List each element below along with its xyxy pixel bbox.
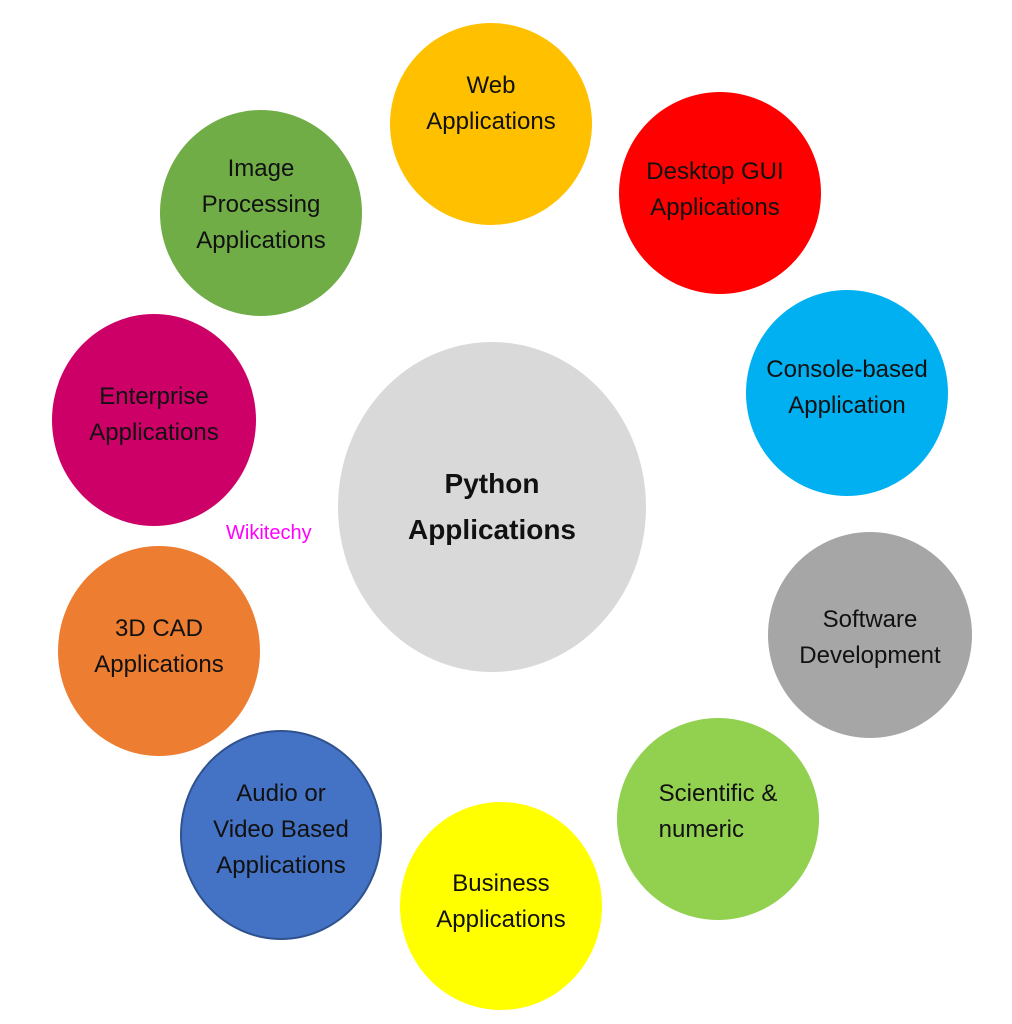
node-web: Web Applications [390, 23, 592, 225]
node-label-line: Scientific & [658, 780, 778, 807]
node-desktop-gui: Desktop GUI Applications [619, 92, 821, 294]
node-label-line: Desktop GUI [646, 158, 784, 185]
node-business: Business Applications [400, 802, 602, 1010]
node-label-line: Business [452, 870, 550, 897]
node-label-line: Applications [426, 108, 556, 135]
node-3d-cad: 3D CAD Applications [58, 546, 260, 756]
watermark-text: Wikitechy [226, 522, 312, 544]
node-label-line: Video Based [213, 816, 349, 843]
node-audio-video: Audio or Video Based Applications [180, 730, 382, 940]
node-label-line: Processing [201, 191, 321, 218]
node-label-line: Applications [436, 906, 566, 933]
node-label-line: Applications [94, 651, 224, 678]
center-label: Python Applications [408, 461, 576, 553]
center-node: Python Applications [338, 342, 646, 672]
node-label-line: Applications [196, 227, 326, 254]
node-label-line: 3D CAD [114, 615, 203, 642]
node-label-line: Enterprise [99, 383, 209, 410]
node-label-line: numeric [658, 816, 744, 843]
node-label-line: Console-based [766, 356, 928, 383]
node-image-processing: Image Processing Applications [160, 110, 362, 316]
node-label-line: Application [788, 392, 906, 419]
center-label-line: Applications [407, 514, 576, 545]
node-scientific: Scientific & numeric [617, 718, 819, 920]
node-enterprise: Enterprise Applications [52, 314, 256, 526]
node-label-line: Applications [216, 852, 346, 879]
node-label-line: Applications [89, 419, 219, 446]
center-label-line: Python [444, 468, 540, 499]
node-label-line: Applications [650, 194, 780, 221]
node-software: Software Development [768, 532, 972, 738]
node-label-line: Image [227, 155, 295, 182]
node-console: Console-based Application [746, 290, 948, 496]
node-label-line: Audio or [236, 780, 326, 807]
node-label-line: Web [466, 72, 516, 99]
node-label-line: Software [822, 606, 918, 633]
node-label-line: Development [799, 642, 941, 669]
